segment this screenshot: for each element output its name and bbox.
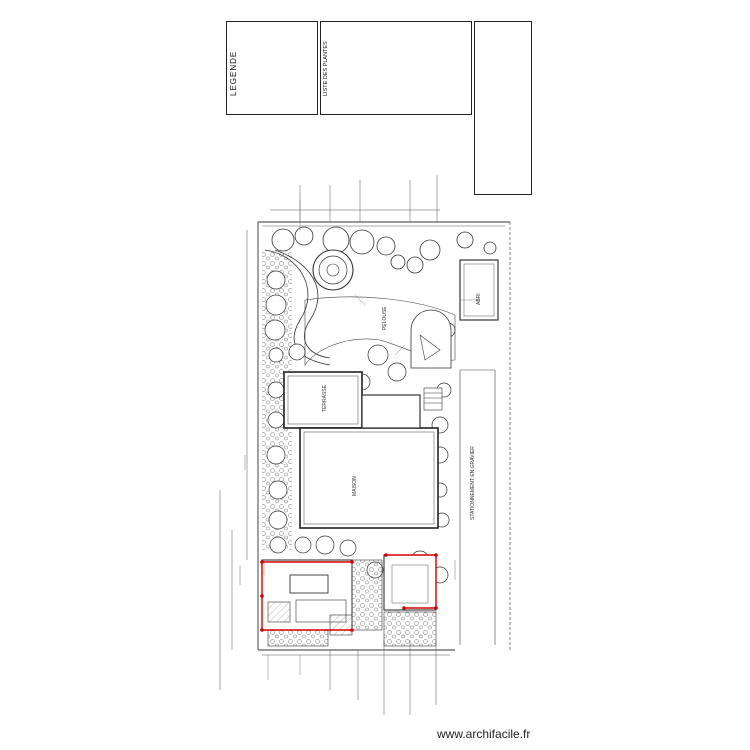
watermark: www.archifacile.fr: [437, 727, 531, 741]
red-marker-outline: [261, 554, 437, 631]
shed-label: ABRI: [476, 293, 482, 305]
central-tree: [312, 249, 354, 291]
steps: [423, 387, 443, 411]
room-label-terrace: TERRASSE: [322, 385, 328, 412]
legend-box: LEGENDE: [226, 21, 318, 115]
title-block: [474, 21, 532, 195]
lawn-label: PELOUSE: [382, 306, 388, 330]
curved-bed: [264, 249, 331, 366]
species-list-title: LISTE DES PLANTES: [323, 41, 329, 96]
room-label-house: MAISON: [352, 476, 358, 496]
shed: [459, 259, 499, 321]
lower-garden: [261, 554, 437, 647]
driveway: [459, 369, 496, 645]
terrace-feature: [410, 309, 452, 369]
driveway-label: STATIONNEMENT EN GRAVIER: [470, 446, 476, 520]
trees-top: [271, 226, 497, 274]
property-boundary: [257, 221, 511, 651]
shrubs-left: [264, 270, 357, 557]
annotation-strokes: [239, 455, 456, 680]
red-marker-points: [260, 553, 438, 632]
species-list-box: LISTE DES PLANTES: [320, 21, 472, 115]
house: [283, 371, 439, 529]
label-leaders: [299, 200, 480, 356]
legend-title: LEGENDE: [229, 50, 238, 96]
